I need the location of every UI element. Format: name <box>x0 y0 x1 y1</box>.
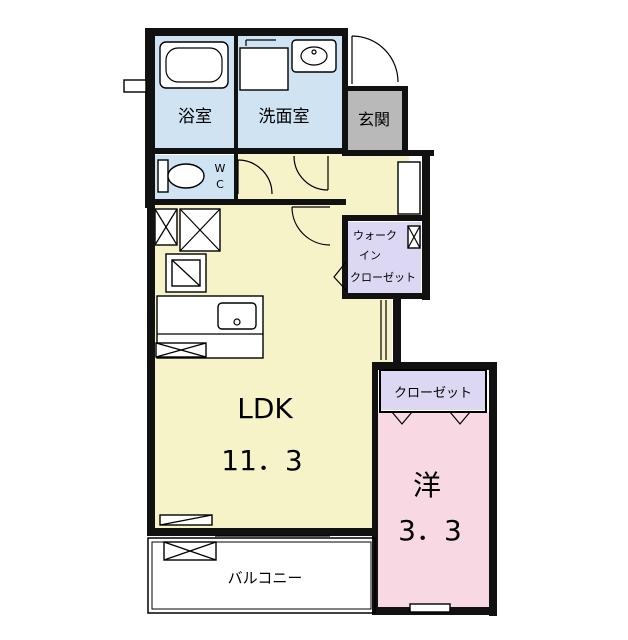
western-area: 3．3 <box>398 514 462 547</box>
ldk-fill <box>155 202 392 531</box>
bathtub-icon <box>159 41 229 89</box>
western-label: 洋 <box>413 469 441 502</box>
walkin-label-line3: クローゼット <box>350 271 416 284</box>
entrance-label: 玄関 <box>358 110 390 129</box>
kitchen-sink-icon <box>217 302 257 330</box>
bath-label: 浴室 <box>178 107 212 127</box>
entrance-fill <box>346 90 402 150</box>
walkin-label-line1: ウォーク <box>353 229 397 242</box>
toilet-tank-icon <box>157 159 169 193</box>
balcony-label: バルコニー <box>228 569 303 587</box>
ldk-label: LDK <box>237 392 293 425</box>
shoe-cabinet <box>397 161 421 215</box>
wc-label-bottom: C <box>216 178 224 191</box>
vent-icon <box>123 79 147 93</box>
washing-machine-icon <box>239 47 289 91</box>
wash-basin-icon <box>291 39 337 73</box>
western-fill <box>377 412 489 608</box>
wc-label-top: W <box>215 162 226 175</box>
closet-label: クローゼット <box>394 386 472 401</box>
closet-fill <box>380 370 485 410</box>
toilet-icon <box>167 163 205 189</box>
washroom-label: 洗面室 <box>259 107 310 127</box>
ldk-area: 11．3 <box>221 444 302 477</box>
walkin-label-line2: イン <box>359 249 381 262</box>
